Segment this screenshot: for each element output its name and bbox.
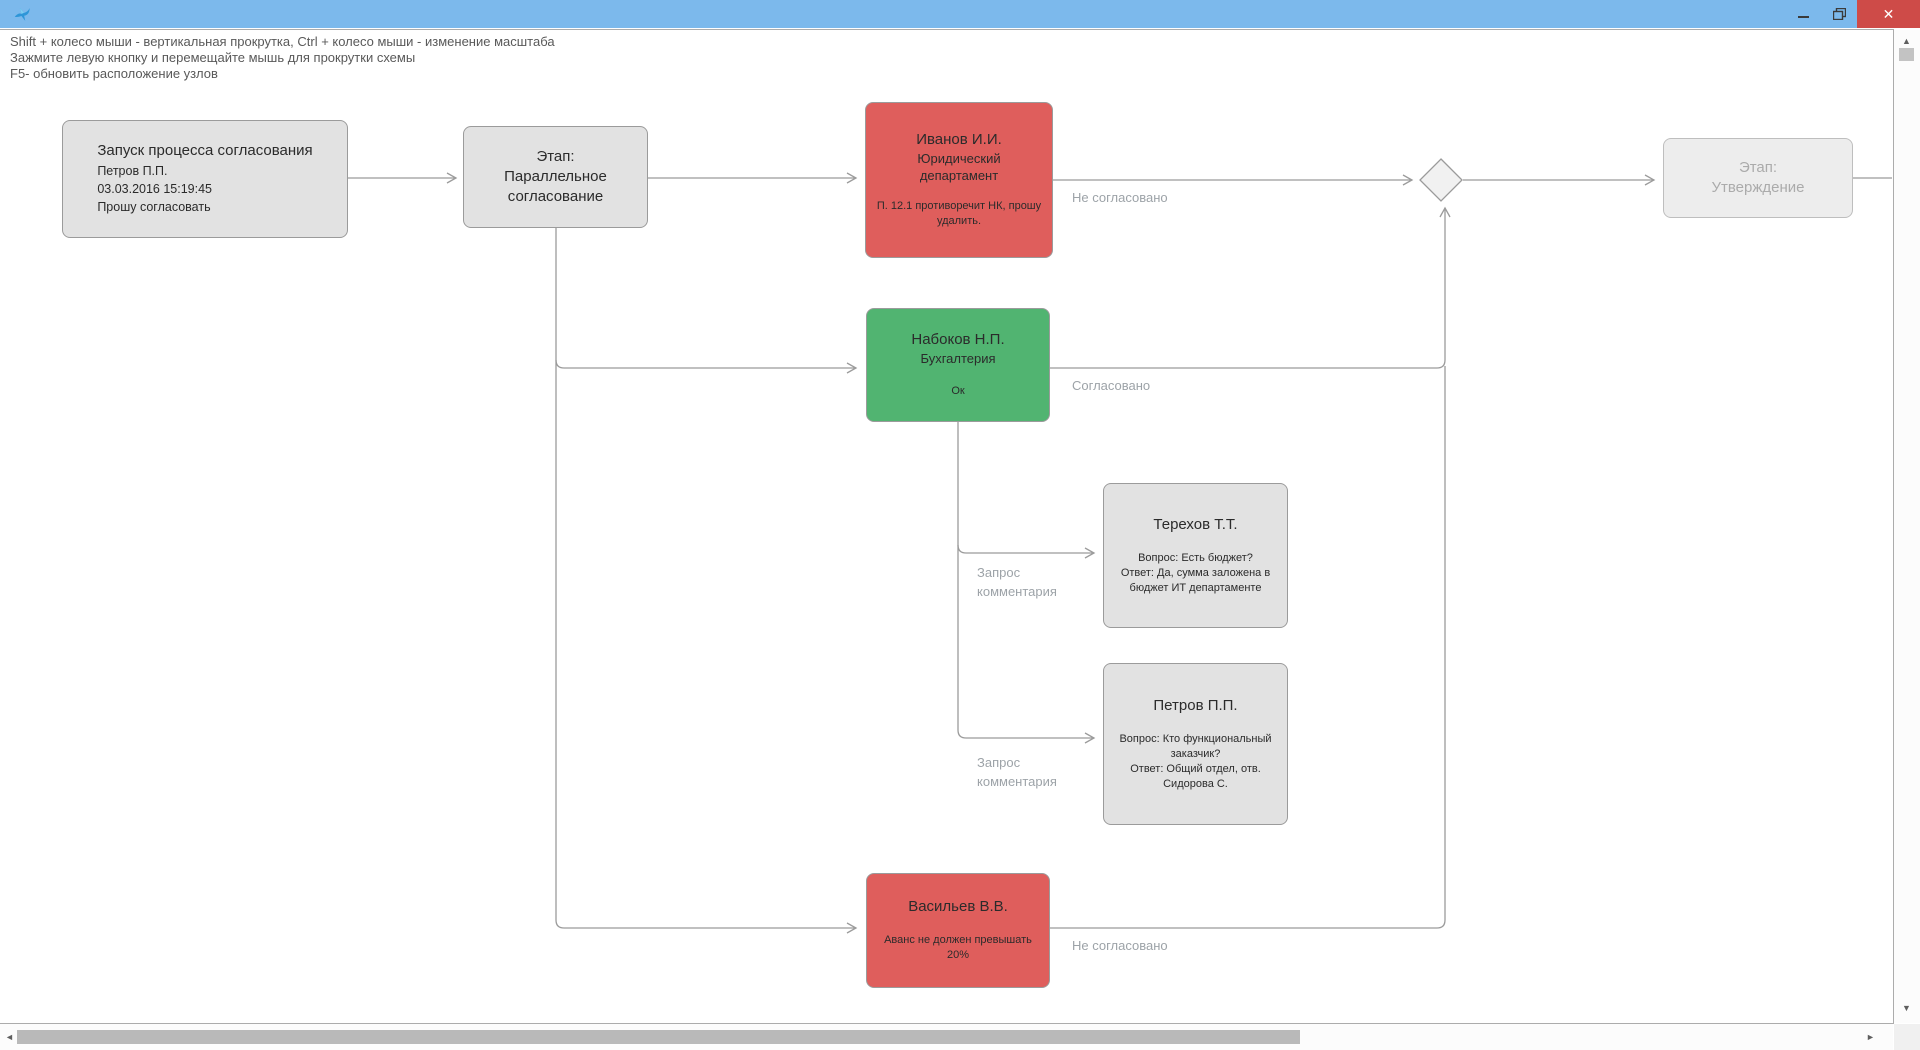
comment-question-answer: Вопрос: Кто функциональный заказчик? Отв… [1115, 732, 1277, 792]
comment-answer: Ответ: Да, сумма заложена в бюджет ИТ де… [1120, 566, 1271, 594]
edge-vasiliev-to-gateway [1050, 366, 1446, 929]
edge-label-not-approved: Не согласовано [1072, 190, 1168, 205]
comment-question-answer: Вопрос: Есть бюджет? Ответ: Да, сумма за… [1115, 551, 1277, 596]
close-button[interactable]: ✕ [1857, 0, 1920, 28]
approver-name: Набоков Н.П. [911, 331, 1005, 348]
comment-answer: Ответ: Общий отдел, отв. Сидорова С. [1130, 762, 1261, 790]
commenter-name: Терехов Т.Т. [1153, 515, 1238, 533]
node-stage-approval[interactable]: Этап: Утверждение [1663, 138, 1853, 218]
stage-label: Этап: [536, 148, 575, 165]
canvas-right-border [1893, 30, 1894, 1024]
canvas-bottom-border [0, 1023, 1894, 1024]
horizontal-scrollbar[interactable]: ◄ ► [0, 1024, 1893, 1050]
approver-department: Юридический департамент [917, 151, 1001, 183]
minimize-icon [1797, 16, 1809, 18]
node-start-content: Запуск процесса согласования Петров П.П.… [97, 142, 312, 216]
node-title: Запуск процесса согласования [97, 142, 313, 159]
restore-button[interactable] [1821, 0, 1857, 28]
close-icon: ✕ [1882, 5, 1895, 22]
gateway-diamond[interactable] [1419, 158, 1463, 202]
app-logo-icon [14, 7, 30, 21]
edge-nabokov-to-gateway [1050, 206, 1451, 369]
restore-icon [1832, 8, 1846, 20]
edge-nabokov-to-terekhov [957, 544, 1096, 559]
vertical-scrollbar-thumb[interactable] [1899, 48, 1914, 61]
edge-stage-to-nabokov [555, 359, 858, 374]
node-start[interactable]: Запуск процесса согласования Петров П.П.… [62, 120, 348, 238]
scroll-right-icon[interactable]: ► [1866, 1032, 1875, 1042]
horizontal-scrollbar-thumb[interactable] [17, 1030, 1300, 1044]
comment-question: Вопрос: Есть бюджет? [1138, 551, 1253, 564]
help-line: Зажмите левую кнопку и перемещайте мышь … [10, 50, 416, 65]
titlebar[interactable]: ✕ [0, 0, 1920, 28]
stage-name: Параллельное согласование [504, 168, 607, 205]
commenter-name: Петров П.П. [1153, 696, 1238, 714]
help-line: Shift + колесо мыши - вертикальная прокр… [10, 34, 555, 49]
vertical-scrollbar[interactable]: ▲ ▼ [1894, 30, 1920, 1023]
node-terekhov[interactable]: Терехов Т.Т. Вопрос: Есть бюджет? Ответ:… [1103, 483, 1288, 628]
minimize-button[interactable] [1785, 0, 1821, 28]
scrollbar-corner [1894, 1024, 1920, 1050]
edge-stage-to-vasiliev [555, 228, 858, 934]
approver-department: Бухгалтерия [920, 351, 996, 366]
node-stage-parallel[interactable]: Этап: Параллельное согласование [463, 126, 648, 228]
stage-label: Этап: [1738, 159, 1778, 176]
scroll-left-icon[interactable]: ◄ [5, 1032, 14, 1042]
canvas-top-border [0, 29, 1894, 30]
edge-label-not-approved: Не согласовано [1072, 938, 1168, 953]
approver-name: Васильев В.В. [908, 898, 1008, 915]
approver-comment: Ок [951, 385, 965, 397]
comment-question: Вопрос: Кто функциональный заказчик? [1119, 732, 1272, 760]
approver-comment: Аванс не должен превышать 20% [884, 934, 1032, 961]
node-petrov-pp[interactable]: Петров П.П. Вопрос: Кто функциональный з… [1103, 663, 1288, 825]
approver-name: Иванов И.И. [916, 131, 1002, 148]
edge-label-approved: Согласовано [1072, 378, 1151, 393]
window-controls: ✕ [1785, 0, 1920, 28]
stage-name: Утверждение [1711, 179, 1805, 196]
node-ivanov[interactable]: Иванов И.И. Юридический департамент П. 1… [865, 102, 1053, 258]
help-line: F5- обновить расположение узлов [10, 66, 218, 81]
help-text: Shift + колесо мыши - вертикальная прокр… [10, 34, 555, 82]
node-nabokov[interactable]: Набоков Н.П. Бухгалтерия Ок [866, 308, 1050, 422]
approver-comment: П. 12.1 противоречит НК, прошу удалить. [876, 200, 1042, 227]
scroll-down-icon[interactable]: ▼ [1902, 1003, 1911, 1013]
edge-label-comment-request: Запрос комментария [977, 565, 1057, 599]
node-author: Петров П.П. [97, 164, 168, 178]
edge-label-comment-request: Запрос комментария [977, 755, 1057, 789]
node-comment: Прошу согласовать [97, 200, 211, 214]
node-vasiliev[interactable]: Васильев В.В. Аванс не должен превышать … [866, 873, 1050, 988]
node-timestamp: 03.03.2016 15:19:45 [97, 182, 213, 196]
scroll-up-icon[interactable]: ▲ [1902, 36, 1911, 46]
